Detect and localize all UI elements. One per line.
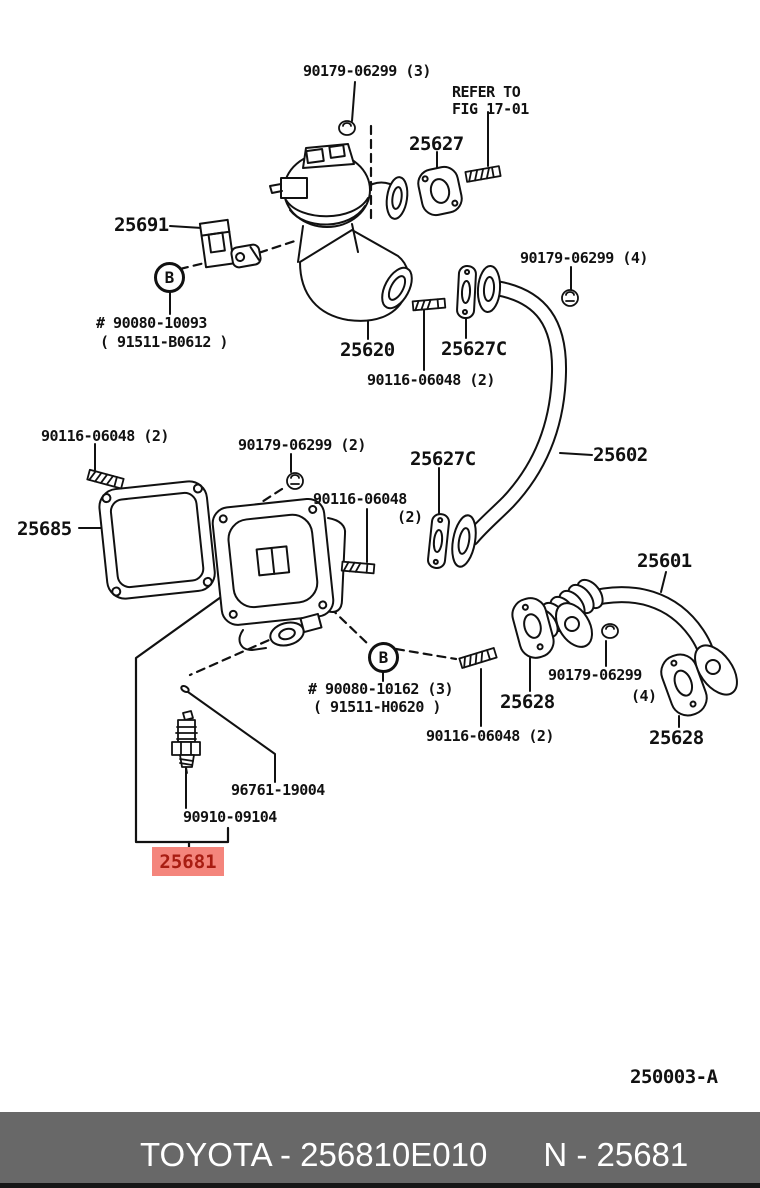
gasket-25628-left-art	[511, 597, 555, 659]
part-number-90179-06299-4-top[interactable]: 90179-06299 (4)	[520, 249, 648, 267]
vacuum-valve-25691-art	[198, 218, 262, 269]
highlighted-part-label-25681[interactable]: 25681	[152, 847, 224, 876]
part-number-90116-06048-mid-qty[interactable]: (2)	[397, 508, 423, 526]
part-label-25601[interactable]: 25601	[637, 550, 692, 572]
part-number-90179-06299-3[interactable]: 90179-06299 (3)	[303, 62, 431, 80]
footer-catalog-code: TOYOTA - 256810E010	[140, 1136, 488, 1173]
gasket-25627c-mid-art	[427, 513, 450, 570]
footer-part-number: N - 25681	[543, 1136, 689, 1173]
part-label-25620[interactable]: 25620	[340, 339, 395, 361]
part-label-25602[interactable]: 25602	[593, 444, 648, 466]
dashed-assembly-lines	[178, 124, 458, 677]
footer-bar: TOYOTA - 256810E010 N - 25681	[0, 1112, 760, 1188]
part-number-90116-06048-left[interactable]: 90116-06048 (2)	[41, 427, 169, 445]
bolt-marker-b1-letter: B	[164, 268, 175, 287]
part-number-90116-06048-bottom[interactable]: 90116-06048 (2)	[426, 727, 554, 745]
stud-bolt-art	[86, 165, 502, 669]
part-number-90080-10093[interactable]: # 90080-10093	[96, 314, 207, 332]
gasket-25685-art	[98, 480, 216, 600]
part-label-25627[interactable]: 25627	[409, 133, 464, 155]
refer-note-line1: REFER TO	[452, 83, 521, 101]
part-label-25685[interactable]: 25685	[17, 518, 72, 540]
part-number-90080-10162[interactable]: # 90080-10162 (3)	[308, 680, 454, 698]
part-number-90179-06299-4-bottom[interactable]: 90179-06299	[548, 666, 642, 684]
figure-code: 250003-A	[630, 1066, 718, 1088]
bolt-marker-b2-letter: B	[378, 648, 389, 667]
part-number-90116-06048-top[interactable]: 90116-06048 (2)	[367, 371, 495, 389]
egr-valve-assembly-art	[269, 143, 413, 322]
gasket-25627c-top-art	[456, 265, 477, 320]
part-label-25628-right[interactable]: 25628	[649, 727, 704, 749]
diagram-artwork	[78, 81, 738, 851]
part-number-90910-09104[interactable]: 90910-09104	[183, 808, 277, 826]
nut-art	[286, 120, 619, 639]
part-number-91511-h0620[interactable]: ( 91511-H0620 )	[313, 698, 441, 716]
bottom-edge-strip	[0, 1183, 760, 1188]
part-number-91511-b0612[interactable]: ( 91511-B0612 )	[100, 333, 228, 351]
egr-valve-body-art	[211, 497, 347, 651]
part-label-25627c-mid[interactable]: 25627C	[410, 448, 476, 470]
bolt-marker-b2: B	[368, 642, 399, 673]
egr-pipe-25602-art	[451, 265, 568, 568]
bolt-marker-b1: B	[154, 262, 185, 293]
refer-note-line2: FIG 17-01	[452, 100, 529, 118]
part-number-90116-06048-mid[interactable]: 90116-06048	[313, 490, 407, 508]
part-label-25628-left[interactable]: 25628	[500, 691, 555, 713]
gasket-25627-art	[417, 165, 463, 217]
part-label-25691[interactable]: 25691	[114, 214, 169, 236]
part-label-25627c-top[interactable]: 25627C	[441, 338, 507, 360]
part-number-96761-19004[interactable]: 96761-19004	[231, 781, 325, 799]
gasket-25628-right-art	[660, 653, 708, 717]
part-number-90179-06299-4-bottom-qty[interactable]: (4)	[631, 687, 657, 705]
gas-temperature-sensor-art	[171, 710, 201, 774]
part-number-90179-06299-2[interactable]: 90179-06299 (2)	[238, 436, 366, 454]
